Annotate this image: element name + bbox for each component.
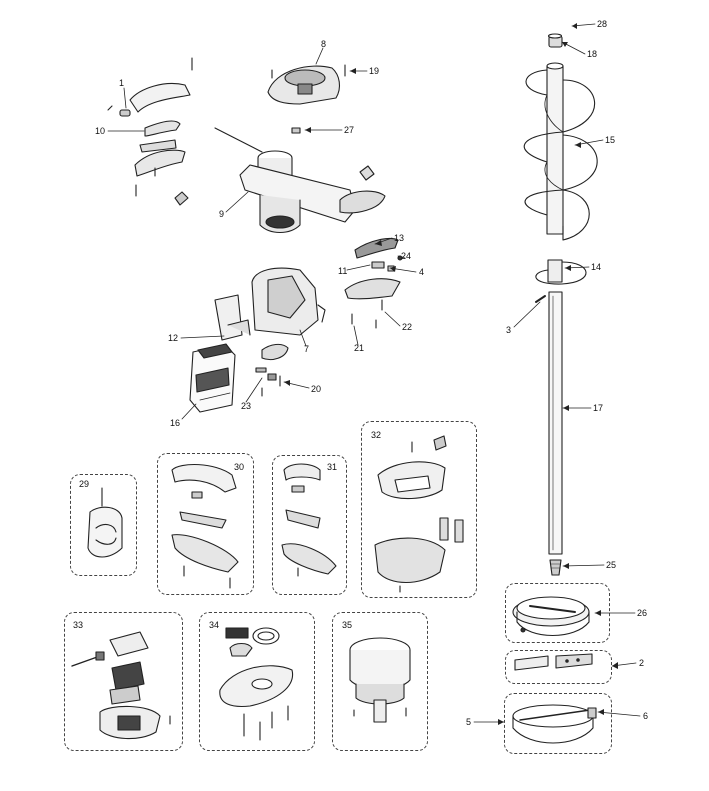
arrow-heads xyxy=(284,23,618,725)
part-label-26: 26 xyxy=(637,608,648,618)
group-box-29 xyxy=(70,474,137,576)
group-box-35 xyxy=(332,612,428,751)
group-label-29: 29 xyxy=(79,479,90,489)
group-label-33: 33 xyxy=(73,620,84,630)
group-label-30: 30 xyxy=(234,462,245,472)
battery-16 xyxy=(189,343,236,413)
part-label-24: 24 xyxy=(401,251,412,261)
part-label-17: 17 xyxy=(593,403,604,413)
group-label-35: 35 xyxy=(342,620,353,630)
part-label-11: 11 xyxy=(338,266,348,276)
part-label-16: 16 xyxy=(170,418,181,428)
group-32-parts xyxy=(374,435,464,593)
housing-top-8 xyxy=(267,64,346,105)
group-34-parts xyxy=(219,627,294,741)
part-label-5: 5 xyxy=(466,717,472,727)
cutter-ring-5-6 xyxy=(512,704,597,744)
group-box-5-6 xyxy=(504,693,612,754)
plates-20-23 xyxy=(255,343,289,397)
part-label-12: 12 xyxy=(168,333,179,343)
part-label-19: 19 xyxy=(369,66,380,76)
auger-assembly xyxy=(523,33,598,576)
part-label-18: 18 xyxy=(587,49,598,59)
handle-grip-1 xyxy=(107,57,193,117)
group-30-parts xyxy=(171,463,239,589)
group-box-30 xyxy=(157,453,254,595)
part-label-6: 6 xyxy=(643,711,649,721)
group-box-34 xyxy=(199,612,315,751)
part-label-4: 4 xyxy=(419,267,425,277)
bracket-12 xyxy=(214,294,251,341)
part-label-21: 21 xyxy=(354,343,365,353)
part-label-22: 22 xyxy=(402,322,413,332)
part-label-2: 2 xyxy=(639,658,645,668)
part-label-3: 3 xyxy=(506,325,512,335)
group-label-31: 31 xyxy=(327,462,338,472)
part-label-14: 14 xyxy=(591,262,602,272)
blades-2 xyxy=(514,653,593,671)
part-label-9: 9 xyxy=(219,209,225,219)
bag-29 xyxy=(87,487,123,558)
frame-9 xyxy=(239,150,386,234)
group-box-33 xyxy=(64,612,183,751)
part-label-10: 10 xyxy=(95,126,106,136)
part-label-27: 27 xyxy=(344,125,355,135)
group-label-32: 32 xyxy=(371,430,382,440)
part-label-23: 23 xyxy=(241,401,252,411)
part-label-8: 8 xyxy=(321,39,327,49)
part-label-25: 25 xyxy=(606,560,617,570)
part-label-15: 15 xyxy=(605,135,616,145)
part-label-13: 13 xyxy=(394,233,405,243)
handle-parts-10 xyxy=(134,120,189,206)
part-label-1: 1 xyxy=(119,78,125,88)
group-box-31 xyxy=(272,455,347,595)
part-label-20: 20 xyxy=(311,384,322,394)
group-31-parts xyxy=(281,463,337,577)
leader-lines xyxy=(107,23,641,723)
group-label-34: 34 xyxy=(209,620,220,630)
group-35-parts xyxy=(349,637,411,723)
cutter-plate-26 xyxy=(512,596,590,637)
group-box-32 xyxy=(361,421,477,598)
part-label-28: 28 xyxy=(597,19,608,29)
lower-housing-7 xyxy=(251,267,326,336)
group-33-parts xyxy=(71,631,171,740)
part-label-7: 7 xyxy=(304,344,310,354)
trigger-parts xyxy=(344,237,403,329)
rod-27 xyxy=(214,127,375,181)
group-box-2 xyxy=(505,650,612,684)
